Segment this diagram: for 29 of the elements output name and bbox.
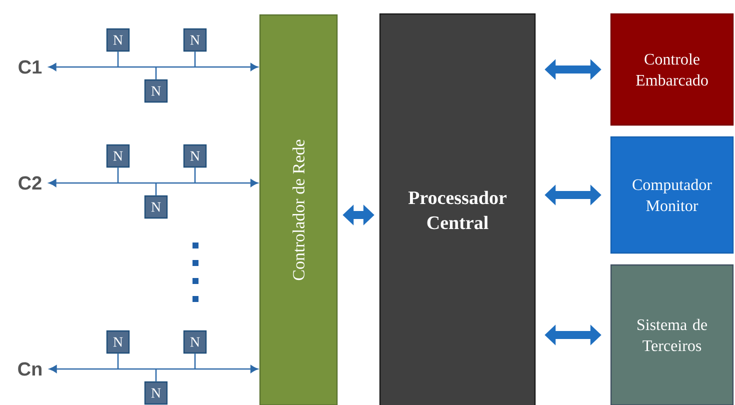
controller-box: Controlador de Rede [259, 14, 338, 405]
tap-line [155, 369, 157, 382]
tap-line [117, 52, 119, 67]
network-node-box: N [144, 381, 168, 405]
bus-arrow [48, 63, 258, 71]
bus-arrow [49, 365, 258, 373]
tap-line [155, 67, 157, 80]
network-node-box: N [183, 330, 207, 354]
bus-label: Cn [18, 362, 42, 376]
network-node-box: N [106, 330, 130, 354]
network-node-box: N [183, 144, 207, 168]
processor-box: Processador Central [379, 13, 536, 405]
tap-line [155, 183, 157, 196]
network-node-box: N [106, 144, 130, 168]
tap-line [117, 354, 119, 369]
network-node-box: N [183, 28, 207, 52]
network-node-box: N [144, 195, 168, 219]
tap-line [117, 168, 119, 183]
system-box: Computador Monitor [610, 136, 734, 254]
tap-line [194, 354, 196, 369]
bus-label: C1 [18, 60, 42, 74]
system-box: Sistema de Terceiros [610, 264, 734, 405]
network-node-box: N [106, 28, 130, 52]
system-box: Controle Embarcado [610, 13, 734, 126]
bus-label: C2 [18, 176, 42, 190]
tap-line [194, 168, 196, 183]
network-node-box: N [144, 79, 168, 103]
bus-arrow [48, 179, 258, 187]
tap-line [194, 52, 196, 67]
